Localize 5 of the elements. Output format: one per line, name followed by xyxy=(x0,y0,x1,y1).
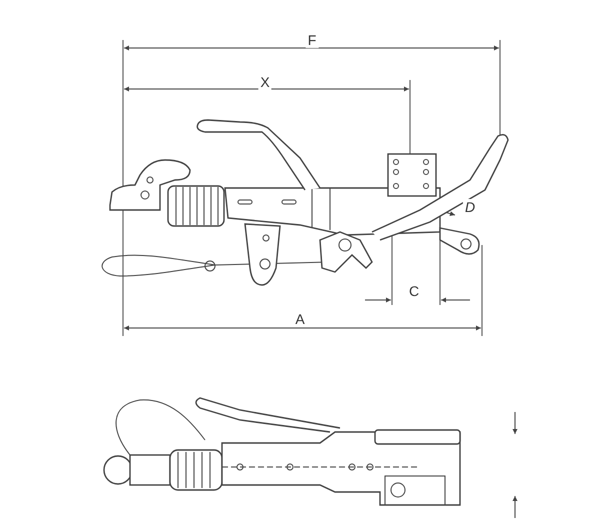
dimension-label: X xyxy=(258,74,272,90)
dimension-label: C xyxy=(406,283,422,299)
dimension-label: F xyxy=(306,32,318,48)
dimension-label: D xyxy=(462,199,478,215)
dimension-label: A xyxy=(293,311,307,327)
